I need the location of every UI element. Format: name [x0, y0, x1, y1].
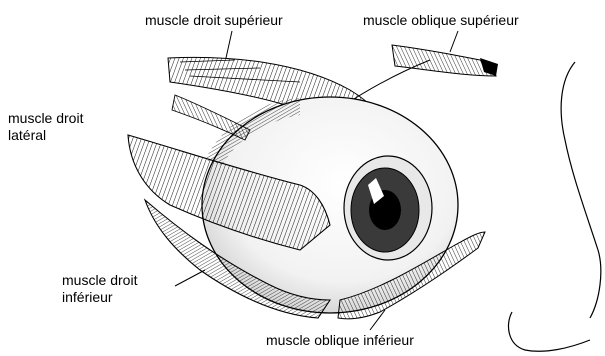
leader-line-superior-oblique [450, 31, 458, 52]
nose-profile-outline [508, 62, 600, 351]
label-inferior-rectus-line1: muscle droit [62, 272, 137, 289]
label-inferior-oblique: muscle oblique inférieur [266, 332, 414, 349]
label-superior-oblique: muscle oblique supérieur [363, 12, 519, 29]
label-lateral-rectus-line1: muscle droit [8, 110, 83, 127]
label-lateral-rectus: muscle droit latéral [8, 110, 83, 144]
leader-line-inferior-rectus [175, 270, 205, 286]
label-inferior-rectus-line2: inférieur [62, 289, 137, 306]
superior-oblique-muscle [340, 45, 498, 108]
leader-line-superior-rectus [226, 31, 232, 58]
label-superior-rectus: muscle droit supérieur [145, 12, 283, 29]
label-inferior-rectus: muscle droit inférieur [62, 272, 137, 306]
cornea-iris [344, 156, 432, 260]
label-lateral-rectus-line2: latéral [8, 127, 83, 144]
